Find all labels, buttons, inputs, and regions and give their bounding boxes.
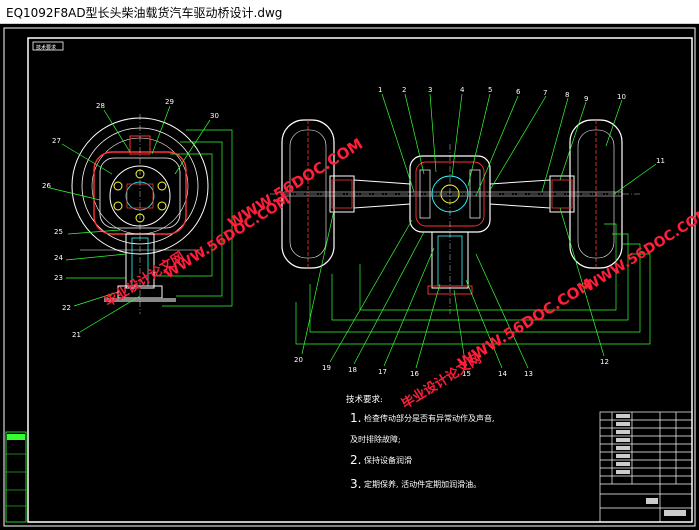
part-number: 10 <box>617 93 626 101</box>
part-number: 22 <box>62 304 71 312</box>
part-number: 24 <box>54 254 63 262</box>
axle-view-leaders <box>295 93 657 369</box>
window-titlebar: EQ1092F8AD型长头柴油载货汽车驱动桥设计.dwg <box>0 0 699 24</box>
corner-tag: 技术要求 <box>36 44 56 51</box>
cad-viewport[interactable]: 技术要求 <box>0 24 699 530</box>
corner-tag-box <box>32 41 64 51</box>
axle-bottom-part-numbers: 20 19 18 17 16 15 14 13 12 <box>294 356 609 378</box>
part-number: 11 <box>656 157 665 165</box>
part-number: 3 <box>428 86 432 94</box>
part-number: 6 <box>516 88 521 96</box>
part-number: 19 <box>322 364 331 372</box>
note-1-number: 1. <box>350 411 361 425</box>
part-number: 15 <box>462 370 471 378</box>
left-strip <box>5 431 27 523</box>
title-block <box>599 411 693 523</box>
part-number: 29 <box>165 98 174 106</box>
part-number: 21 <box>72 331 81 339</box>
note-3-number: 3. <box>350 477 361 491</box>
part-number: 17 <box>378 368 387 376</box>
window-title: EQ1092F8AD型长头柴油载货汽车驱动桥设计.dwg <box>6 6 283 20</box>
watermark-cn: 毕业设计论文网 <box>399 351 485 413</box>
watermarks: WWW.56DOC.COM 毕业设计论文网 WWW.56DOC.COM WWW.… <box>102 135 699 413</box>
part-number: 12 <box>600 358 609 366</box>
notes-heading: 技术要求: <box>346 394 383 405</box>
technical-notes: 技术要求: 1. 检查传动部分是否有异常动作及声音, 及时排除故障; 2. 保持… <box>346 394 495 491</box>
inner-frame <box>27 37 693 523</box>
part-number: 9 <box>584 95 588 103</box>
part-number: 13 <box>524 370 533 378</box>
part-number: 16 <box>410 370 419 378</box>
part-number: 25 <box>54 228 63 236</box>
part-number: 14 <box>498 370 507 378</box>
part-number: 30 <box>210 112 219 120</box>
part-number: 20 <box>294 356 303 364</box>
part-number: 4 <box>460 86 465 94</box>
side-view-part-numbers: 28 29 30 27 26 25 24 23 22 21 <box>42 98 219 339</box>
part-number: 7 <box>543 89 547 97</box>
axle-assembly-view <box>270 119 640 314</box>
note-2-text: 保持设备润滑 <box>364 455 412 465</box>
note-2-number: 2. <box>350 453 361 467</box>
part-number: 5 <box>488 86 492 94</box>
drawing-canvas[interactable]: 技术要求 <box>0 24 699 530</box>
part-number: 2 <box>402 86 406 94</box>
part-number: 27 <box>52 137 61 145</box>
note-1-continued: 及时排除故障; <box>350 434 401 444</box>
part-number: 18 <box>348 366 357 374</box>
outer-frame <box>3 27 696 527</box>
watermark-site: WWW.56DOC.COM <box>162 192 294 283</box>
axle-top-part-numbers: 1 2 3 4 5 6 7 8 9 10 11 <box>378 86 665 165</box>
part-number: 8 <box>565 91 569 99</box>
note-1-text: 检查传动部分是否有异常动作及声音, <box>364 413 495 423</box>
side-section-view <box>71 114 209 314</box>
part-number: 28 <box>96 102 105 110</box>
part-number: 1 <box>378 86 382 94</box>
part-number: 26 <box>42 182 51 190</box>
note-3-text: 定期保养, 活动件定期加润滑油。 <box>364 479 481 489</box>
side-view-leaders <box>49 105 233 333</box>
part-number: 23 <box>54 274 63 282</box>
